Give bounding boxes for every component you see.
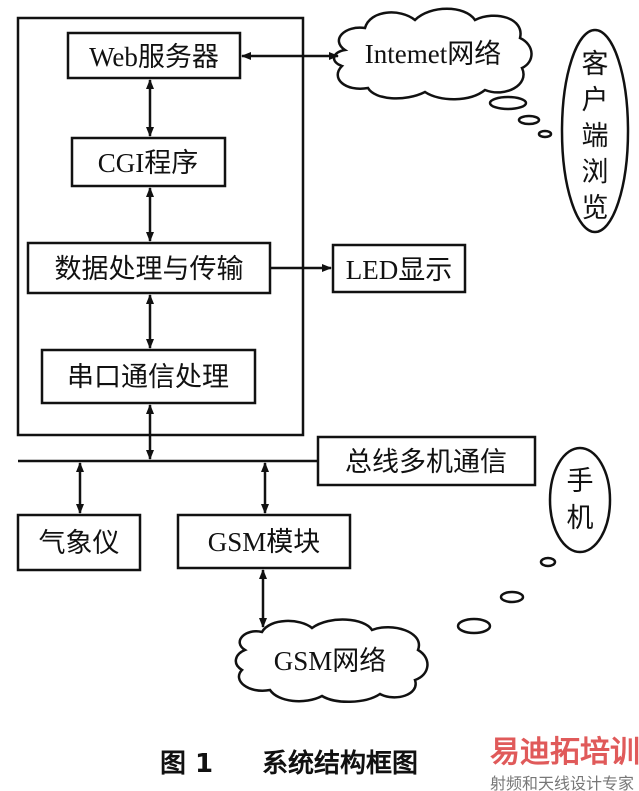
bus-label: 总线多机通信: [345, 447, 507, 477]
serial-comm-label: 串口通信处理: [67, 362, 229, 392]
client-char: 览: [582, 193, 609, 223]
node-weather-instrument: 气象仪: [16, 513, 142, 572]
thought-bubble: [456, 617, 492, 635]
thought-bubble: [537, 129, 553, 139]
thought-bubble: [499, 590, 525, 604]
thought-bubble: [517, 114, 541, 126]
led-label: LED显示: [346, 255, 452, 285]
figure-caption: 图 1 系统结构框图: [160, 748, 418, 779]
phone-char: 手: [567, 466, 594, 496]
node-web-server: Web服务器: [66, 31, 242, 80]
node-serial-comm: 串口通信处理: [40, 348, 257, 405]
data-processing-label: 数据处理与传输: [55, 254, 244, 284]
node-bus: 总线多机通信: [316, 435, 537, 487]
cgi-label: CGI程序: [98, 148, 199, 178]
weather-label: 气象仪: [39, 528, 120, 558]
watermark-brand: 易迪拓培训: [490, 735, 639, 770]
client-browser: 客 户 端 浏 览: [560, 28, 630, 234]
web-server-label: Web服务器: [89, 42, 219, 72]
internet-label: Intemet网络: [365, 39, 501, 69]
gsm-module-label: GSM模块: [208, 527, 321, 557]
thought-bubble: [539, 556, 557, 568]
gsm-cloud: GSM网络: [234, 618, 429, 703]
client-char: 户: [582, 85, 609, 115]
thought-bubble: [488, 95, 528, 111]
caption-number: 图 1: [160, 749, 213, 779]
internet-cloud: Intemet网络: [332, 7, 533, 101]
node-data-processing: 数据处理与传输: [26, 241, 272, 295]
client-char: 客: [582, 49, 609, 79]
phone: 手 机: [548, 446, 612, 554]
caption-title: 系统结构框图: [262, 748, 418, 779]
client-char: 浏: [582, 157, 609, 187]
gsm-network-label: GSM网络: [274, 646, 387, 676]
node-led-display: LED显示: [331, 243, 467, 294]
node-gsm-module: GSM模块: [176, 513, 352, 570]
phone-char: 机: [567, 503, 594, 533]
client-char: 端: [582, 121, 609, 151]
watermark: 易迪拓培训 射频和天线设计专家: [490, 735, 639, 791]
watermark-slogan: 射频和天线设计专家: [490, 774, 634, 791]
node-cgi: CGI程序: [70, 136, 227, 188]
